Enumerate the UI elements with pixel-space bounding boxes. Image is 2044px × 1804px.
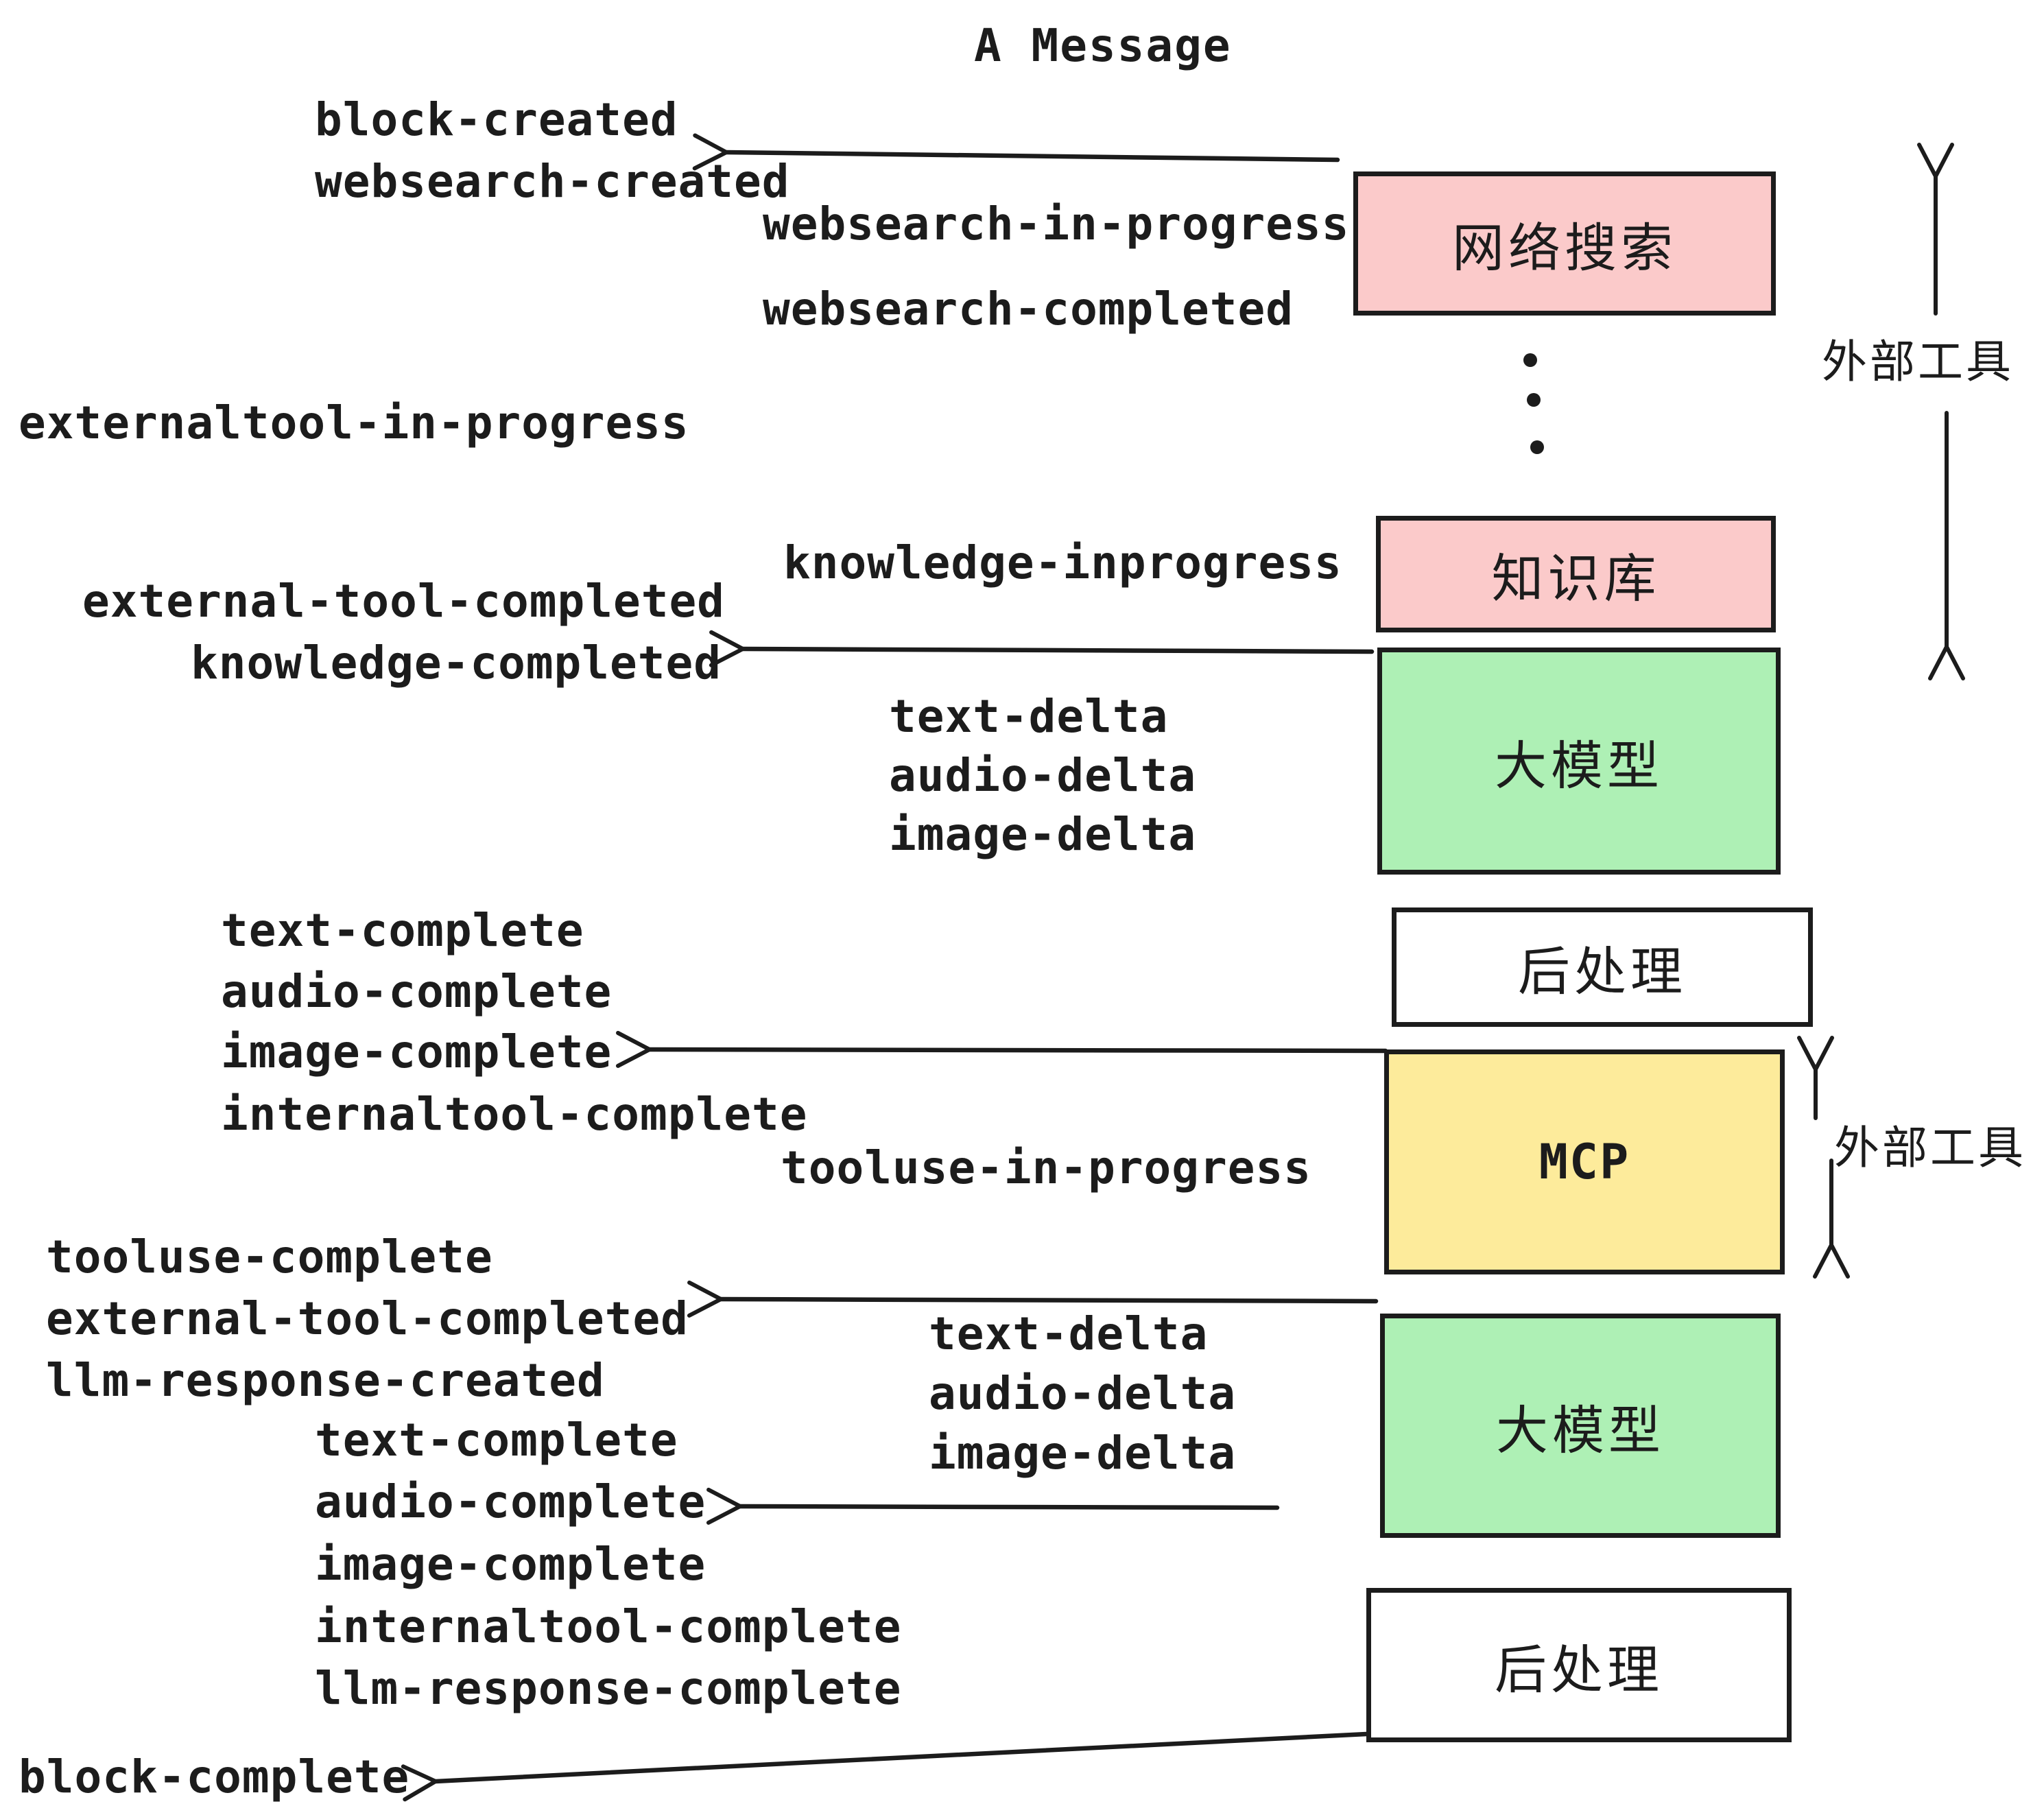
external-tools-annotation: 外部工具: [1822, 335, 2014, 388]
event-label-text-delta: text-delta: [929, 1307, 1209, 1360]
event-label-tooluse-in-progress: tooluse-in-progress: [781, 1141, 1311, 1194]
event-label-text-complete: text-complete: [315, 1414, 678, 1467]
knowledge-box: 知识库: [1376, 516, 1776, 632]
event-label-text-complete: text-complete: [221, 904, 584, 957]
postprocess-box: 后处理: [1366, 1588, 1792, 1742]
arrow-left-icon: [726, 152, 1340, 160]
event-label-image-complete: image-complete: [315, 1538, 706, 1591]
event-label-llm-response-complete: llm-response-complete: [315, 1662, 902, 1715]
event-label-audio-complete: audio-complete: [221, 965, 613, 1018]
page-title: A Message: [974, 19, 1232, 72]
event-label-knowledge-inprogress: knowledge-inprogress: [783, 536, 1342, 589]
event-label-audio-delta: audio-delta: [889, 749, 1197, 802]
event-label-image-complete: image-complete: [221, 1025, 613, 1078]
event-label-internaltool-complete: internaltool-complete: [315, 1600, 902, 1653]
ellipsis-dot: [1527, 393, 1541, 407]
event-label-websearch-completed: websearch-completed: [763, 283, 1294, 335]
arrow-left-icon: [649, 1049, 1388, 1051]
arrow-left-icon: [739, 1506, 1280, 1508]
event-label-websearch-created: websearch-created: [315, 155, 790, 208]
ellipsis-dot: [1530, 440, 1544, 454]
event-label-internaltool-complete: internaltool-complete: [221, 1088, 808, 1141]
event-label-image-delta: image-delta: [889, 808, 1197, 861]
event-label-text-delta: text-delta: [889, 690, 1169, 743]
postprocess-box: 后处理: [1392, 907, 1813, 1027]
llm-box: 大模型: [1380, 1314, 1781, 1538]
llm-box: 大模型: [1377, 648, 1781, 875]
mcp-box: MCP: [1384, 1049, 1785, 1274]
external-tools-annotation: 外部工具: [1834, 1121, 2026, 1174]
event-label-image-delta: image-delta: [929, 1427, 1237, 1480]
event-label-websearch-in-progress: websearch-in-progress: [763, 198, 1350, 250]
event-label-tooluse-complete: tooluse-complete: [46, 1231, 493, 1283]
event-label-external-tool-completed: external-tool-completed: [46, 1292, 689, 1345]
event-label-external-tool-completed: external-tool-completed: [82, 575, 725, 628]
event-label-llm-response-created: llm-response-created: [46, 1354, 605, 1407]
event-label-audio-complete: audio-complete: [315, 1475, 706, 1528]
event-label-audio-delta: audio-delta: [929, 1367, 1237, 1420]
event-label-knowledge-completed: knowledge-completed: [191, 637, 722, 689]
websearch-box: 网络搜索: [1353, 171, 1776, 316]
event-label-externaltool-in-progress: externaltool-in-progress: [19, 396, 689, 449]
ellipsis-dot: [1523, 353, 1537, 367]
event-label-block-created: block-created: [315, 93, 678, 146]
event-label-block-complete: block-complete: [19, 1750, 410, 1803]
arrow-left-icon: [435, 1731, 1369, 1781]
arrow-left-icon: [742, 649, 1375, 652]
arrow-left-icon: [720, 1299, 1379, 1301]
